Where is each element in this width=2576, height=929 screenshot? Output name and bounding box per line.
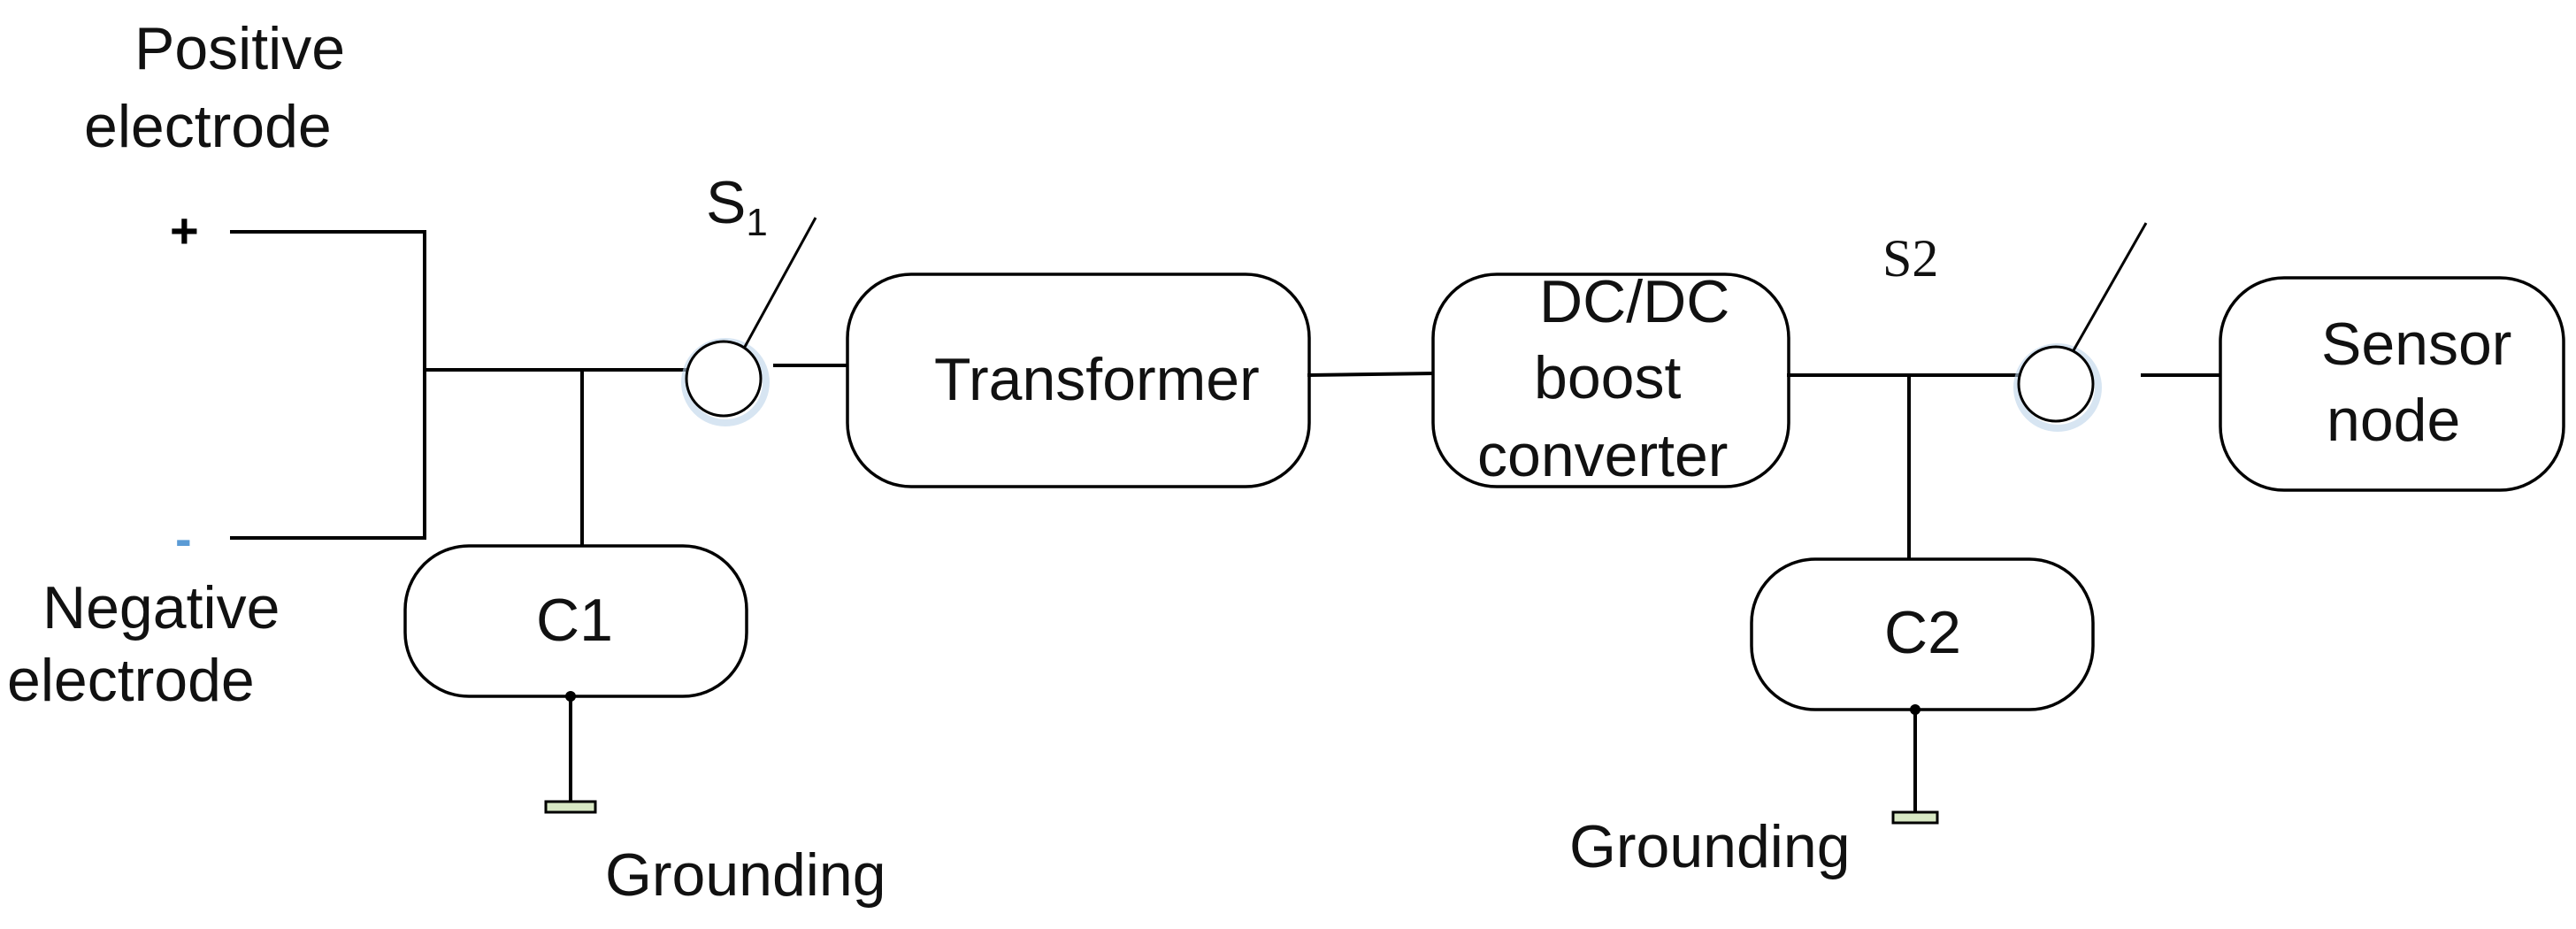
negative-electrode-label-line1: Negative	[42, 574, 280, 641]
ground-symbol-1	[544, 800, 597, 814]
c2-label: C2	[1884, 599, 1961, 666]
c1-label: C1	[536, 587, 613, 654]
sensor-node-label-line1: Sensor	[2321, 311, 2511, 378]
switch1-blade	[743, 217, 817, 348]
switch2-contact	[2017, 345, 2095, 423]
negative-symbol: -	[175, 511, 192, 566]
dcdc-label-line2: boost	[1534, 344, 1681, 411]
c2-block	[1750, 557, 2095, 711]
switch1-label-subscript: 1	[746, 201, 767, 244]
grounding-label-2: Grounding	[1569, 813, 1851, 880]
positive-electrode-label-line1: Positive	[134, 15, 345, 82]
switch1-label-main: S	[706, 169, 746, 236]
dcdc-converter-block	[1431, 273, 1790, 488]
grounding-label-1: Grounding	[605, 841, 886, 909]
switch2-label: S2	[1882, 229, 1938, 288]
switch1-label: S1	[706, 169, 768, 244]
switch1-contact	[685, 340, 763, 418]
positive-electrode-label-line2: electrode	[84, 93, 332, 160]
transformer-block	[846, 273, 1311, 488]
positive-symbol: +	[170, 203, 199, 258]
sensor-node-label-line2: node	[2327, 387, 2460, 454]
dcdc-label-line1: DC/DC	[1539, 268, 1729, 335]
transformer-label: Transformer	[934, 346, 1260, 413]
dcdc-label-line3: converter	[1477, 422, 1728, 489]
switch2-blade	[2072, 222, 2148, 351]
ground-symbol-2	[1891, 810, 1939, 825]
transformer-to-dcdc-wire	[1307, 371, 1436, 378]
negative-electrode-label-line2: electrode	[7, 647, 255, 714]
sensor-node-block	[2219, 276, 2565, 492]
